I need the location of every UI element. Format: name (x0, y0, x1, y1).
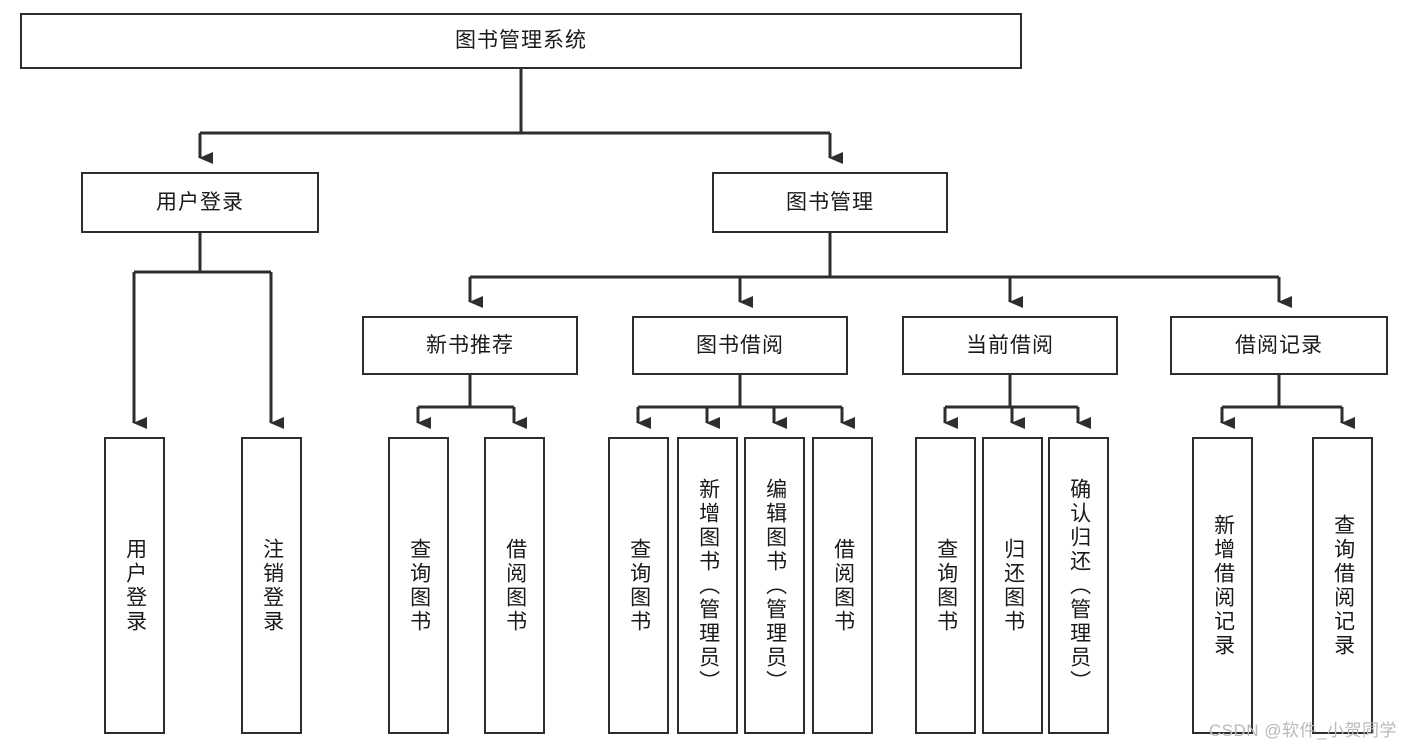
node-new-book-recommend[interactable]: 新书推荐 (362, 316, 578, 375)
node-leaf-query-book-3[interactable]: 查询图书 (915, 437, 976, 734)
node-book-manage[interactable]: 图书管理 (712, 172, 948, 233)
node-leaf-return-book[interactable]: 归还图书 (982, 437, 1043, 734)
node-leaf-add-book[interactable]: 新增图书（管理员） (677, 437, 738, 734)
node-leaf-query-book-2[interactable]: 查询图书 (608, 437, 669, 734)
node-root[interactable]: 图书管理系统 (20, 13, 1022, 69)
node-leaf-edit-book[interactable]: 编辑图书（管理员） (744, 437, 805, 734)
node-leaf-confirm-return[interactable]: 确认归还（管理员） (1048, 437, 1109, 734)
node-borrow-record[interactable]: 借阅记录 (1170, 316, 1388, 375)
node-leaf-query-borrow-record[interactable]: 查询借阅记录 (1312, 437, 1373, 734)
node-user-login[interactable]: 用户登录 (81, 172, 319, 233)
watermark-text: CSDN @软件_小贺同学 (1208, 721, 1397, 740)
node-leaf-user-login[interactable]: 用户登录 (104, 437, 165, 734)
node-leaf-query-book-1[interactable]: 查询图书 (388, 437, 449, 734)
node-leaf-user-logout[interactable]: 注销登录 (241, 437, 302, 734)
node-leaf-borrow-book-1[interactable]: 借阅图书 (484, 437, 545, 734)
node-leaf-borrow-book-2[interactable]: 借阅图书 (812, 437, 873, 734)
node-current-borrow[interactable]: 当前借阅 (902, 316, 1118, 375)
node-leaf-add-borrow-record[interactable]: 新增借阅记录 (1192, 437, 1253, 734)
node-book-borrow[interactable]: 图书借阅 (632, 316, 848, 375)
